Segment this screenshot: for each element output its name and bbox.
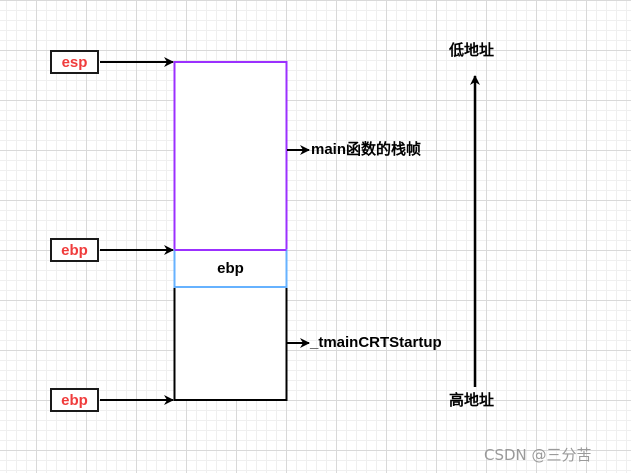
high-address-label: 高地址 <box>449 391 495 409</box>
ebp-register-label-top: ebp <box>61 241 88 259</box>
main-frame-box <box>173 61 288 251</box>
tmaincrtstartup-frame-box <box>173 286 288 401</box>
ebp-register-label-bottom: ebp <box>61 391 88 409</box>
esp-register-box: esp <box>50 50 99 74</box>
watermark: CSDN @三分苦 <box>484 446 592 464</box>
ebp-register-box-bottom: ebp <box>50 388 99 412</box>
low-address-label: 低地址 <box>449 41 495 59</box>
ebp-register-box-top: ebp <box>50 238 99 262</box>
saved-ebp-label: ebp <box>217 260 244 277</box>
esp-register-label: esp <box>61 53 88 71</box>
tmaincrtstartup-label: _tmainCRTStartup <box>310 334 442 351</box>
main-frame-label: main函数的栈帧 <box>311 141 422 158</box>
